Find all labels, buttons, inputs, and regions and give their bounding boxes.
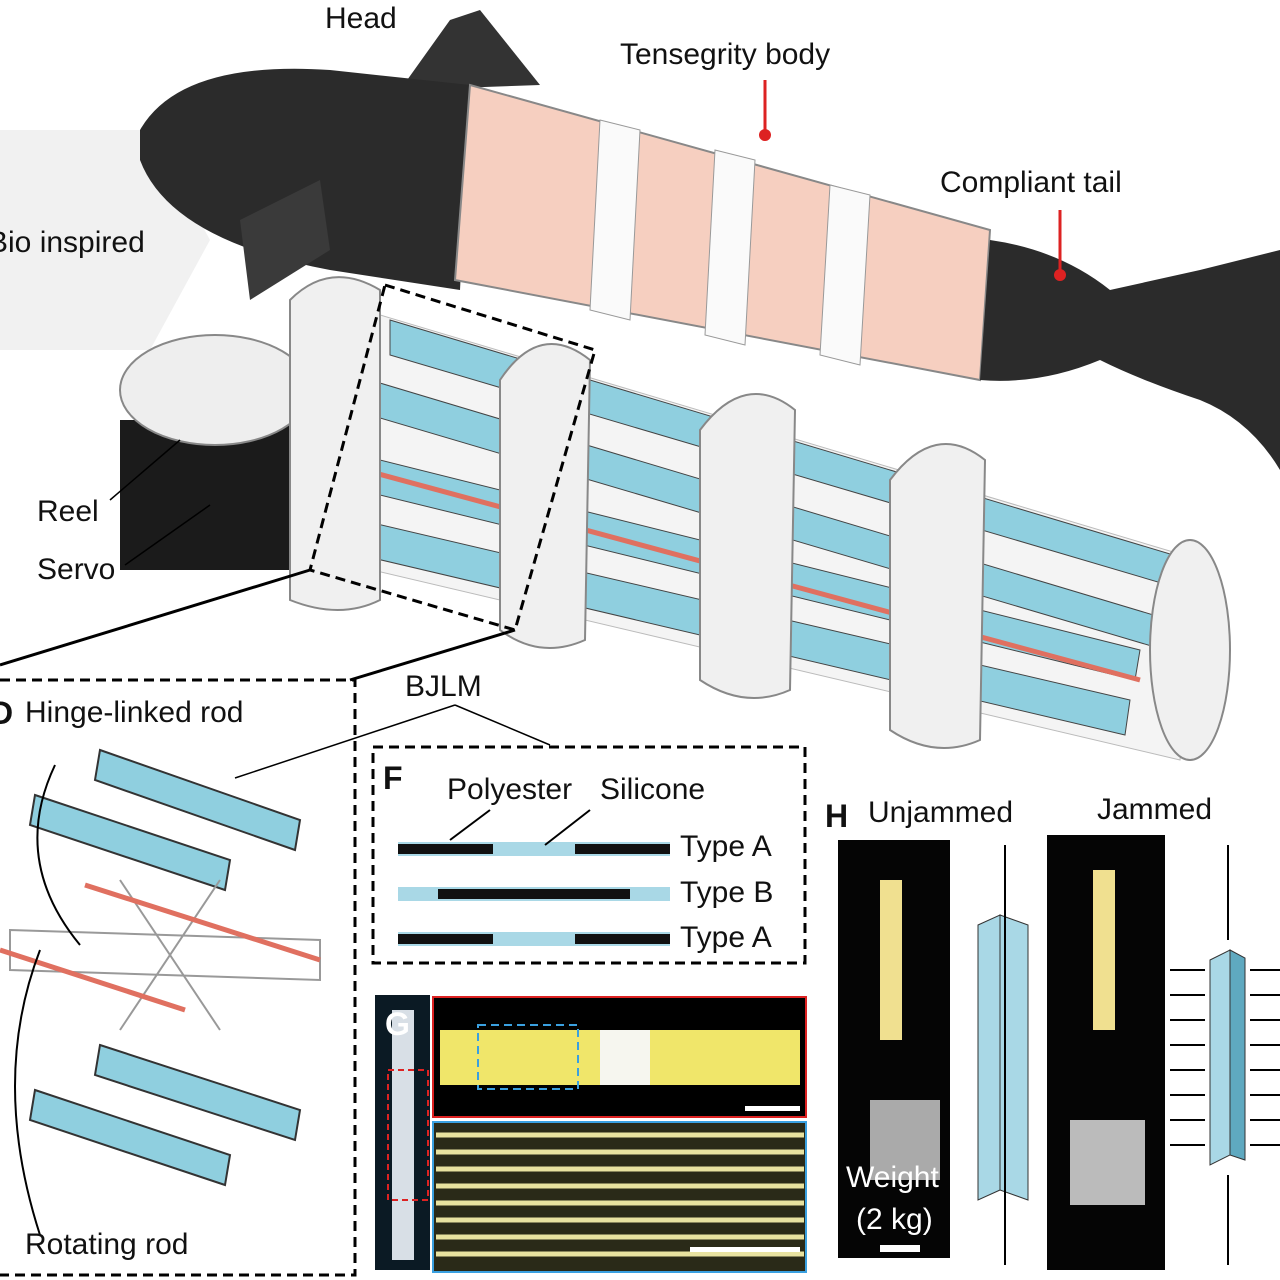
bjlm-zoom-box (308, 283, 597, 632)
fish-pectoral-fin (240, 180, 330, 300)
label-hinge-linked-rod: Hinge-linked rod (25, 696, 244, 729)
panel-f-border (371, 745, 807, 965)
panel-d-rods (28, 748, 302, 1187)
label-reel: Reel (37, 495, 99, 528)
fish-head (140, 68, 470, 290)
compliant-tail (980, 240, 1280, 470)
panel-d-letter: D (0, 695, 14, 731)
panel-h-letter: H (825, 798, 849, 834)
label-tensegrity-body: Tensegrity body (620, 38, 831, 71)
label-servo: Servo (37, 553, 116, 586)
body-rings (589, 119, 871, 366)
fish-robot (140, 10, 1280, 470)
label-bjlm: BJLM (405, 670, 482, 703)
label-type-b: Type B (680, 876, 774, 909)
label-weight: Weight (846, 1161, 939, 1194)
fish-dorsal-fin (400, 10, 540, 90)
label-unjammed: Unjammed (868, 796, 1014, 829)
label-polyester: Polyester (447, 773, 573, 806)
label-compliant-tail: Compliant tail (940, 166, 1122, 199)
reel (119, 334, 311, 446)
hinge-linkage (9, 879, 321, 1031)
label-type-a-top: Type A (680, 830, 772, 863)
label-silicone: Silicone (600, 773, 706, 806)
label-weight-value: (2 kg) (856, 1203, 933, 1236)
tensegrity-assembly (0, 276, 1231, 761)
label-bio-inspired: Bio inspired (0, 226, 145, 259)
panel-d-border (0, 678, 357, 1277)
panel-g-letter: G (385, 1006, 410, 1042)
layer-diagrams (398, 809, 670, 946)
label-type-a-bottom: Type A (680, 921, 772, 954)
unjammed-schematic (977, 845, 1029, 1265)
jammed-schematic (1170, 845, 1280, 1265)
panel-f-letter: F (383, 760, 403, 796)
label-rotating-rod: Rotating rod (25, 1228, 189, 1261)
label-jammed: Jammed (1097, 793, 1213, 826)
label-head: Head (325, 2, 397, 35)
frame-rings (289, 276, 1231, 761)
